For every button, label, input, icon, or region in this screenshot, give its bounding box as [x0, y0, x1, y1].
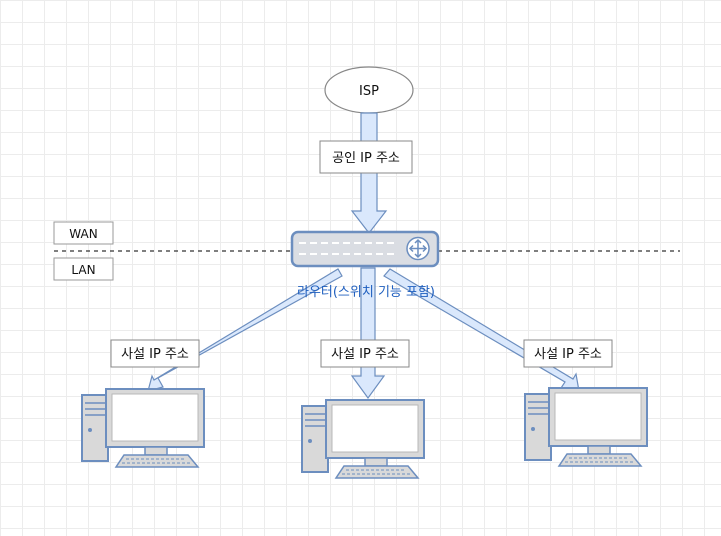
- wan-zone-box: WAN: [53, 221, 114, 245]
- private-ip-left-label: 사설 IP 주소: [121, 347, 189, 362]
- router-icon: [406, 236, 430, 261]
- left-pc: [81, 388, 205, 468]
- lan-zone-box: LAN: [53, 257, 114, 281]
- private-ip-right-label: 사설 IP 주소: [534, 347, 602, 362]
- router-ports: [299, 242, 394, 255]
- wan-zone-label: WAN: [69, 227, 97, 241]
- isp-node: ISP: [324, 66, 414, 114]
- router-to-center-pc-arrow: [350, 267, 386, 400]
- lan-zone-label: LAN: [71, 263, 95, 277]
- private-ip-center-label: 사설 IP 주소: [331, 347, 399, 362]
- router-label: 라우터(스위치 기능 포함): [297, 285, 435, 300]
- private-ip-center-label-box: 사설 IP 주소: [320, 339, 410, 368]
- center-pc: [301, 399, 425, 479]
- private-ip-left-label-box: 사설 IP 주소: [110, 339, 200, 368]
- private-ip-right-label-box: 사설 IP 주소: [523, 339, 613, 368]
- public-ip-label: 공인 IP 주소: [332, 151, 400, 166]
- router-to-left-pc-arrow: [147, 268, 343, 392]
- right-pc: [524, 387, 648, 467]
- router-device: [290, 230, 440, 268]
- isp-label: ISP: [359, 84, 379, 99]
- public-ip-label-box: 공인 IP 주소: [319, 140, 413, 174]
